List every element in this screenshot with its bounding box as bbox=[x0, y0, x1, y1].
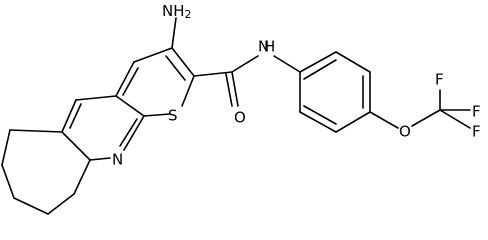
ether-oxygen-label: O bbox=[399, 123, 411, 141]
bond-group bbox=[1, 17, 471, 215]
pyridine-nitrogen-label: N bbox=[112, 151, 123, 169]
bond bbox=[231, 71, 239, 107]
bond bbox=[231, 55, 259, 73]
bond bbox=[335, 51, 371, 73]
bond bbox=[181, 75, 195, 107]
amide-nitrogen-label: N bbox=[258, 38, 269, 56]
bond bbox=[439, 109, 471, 129]
bond bbox=[369, 111, 399, 129]
atom-label-group: NH2 N H O S N O F F F bbox=[112, 2, 481, 169]
bond bbox=[133, 47, 173, 63]
fluorine-label-1: F bbox=[435, 71, 444, 89]
thiophene-sulfur-label: S bbox=[168, 107, 178, 125]
bond bbox=[303, 105, 337, 125]
bond bbox=[61, 131, 91, 161]
bond bbox=[61, 99, 77, 133]
bond bbox=[73, 159, 91, 195]
molecule-diagram: NH2 N H O S N O F F F bbox=[1, 2, 481, 215]
bond bbox=[171, 17, 177, 49]
bond bbox=[193, 71, 233, 77]
bond bbox=[411, 109, 441, 127]
bond bbox=[335, 111, 371, 133]
bond bbox=[299, 51, 337, 73]
bond bbox=[89, 157, 111, 161]
carbonyl-oxygen-label: O bbox=[234, 109, 246, 127]
bond bbox=[75, 95, 117, 101]
fluorine-label-2: F bbox=[472, 103, 481, 121]
bond bbox=[1, 129, 11, 166]
bond bbox=[115, 95, 145, 117]
bond bbox=[123, 115, 145, 151]
bond bbox=[273, 55, 301, 73]
bond bbox=[225, 73, 233, 107]
fluorine-label-3: F bbox=[472, 123, 481, 141]
structure-canvas: NH2 N H O S N O F F F bbox=[1, 2, 481, 215]
bond bbox=[165, 55, 186, 81]
amino-label: NH2 bbox=[162, 2, 192, 22]
bond bbox=[299, 111, 337, 133]
bond bbox=[119, 118, 138, 147]
bond bbox=[9, 129, 63, 133]
bond bbox=[69, 103, 82, 129]
bond bbox=[171, 47, 195, 77]
bond bbox=[122, 67, 139, 96]
bond bbox=[143, 113, 171, 117]
bond bbox=[303, 59, 337, 80]
amide-hydrogen-label: H bbox=[264, 38, 275, 56]
bond bbox=[115, 61, 135, 97]
bond bbox=[13, 197, 49, 215]
bond bbox=[1, 164, 15, 199]
bond bbox=[47, 193, 75, 215]
